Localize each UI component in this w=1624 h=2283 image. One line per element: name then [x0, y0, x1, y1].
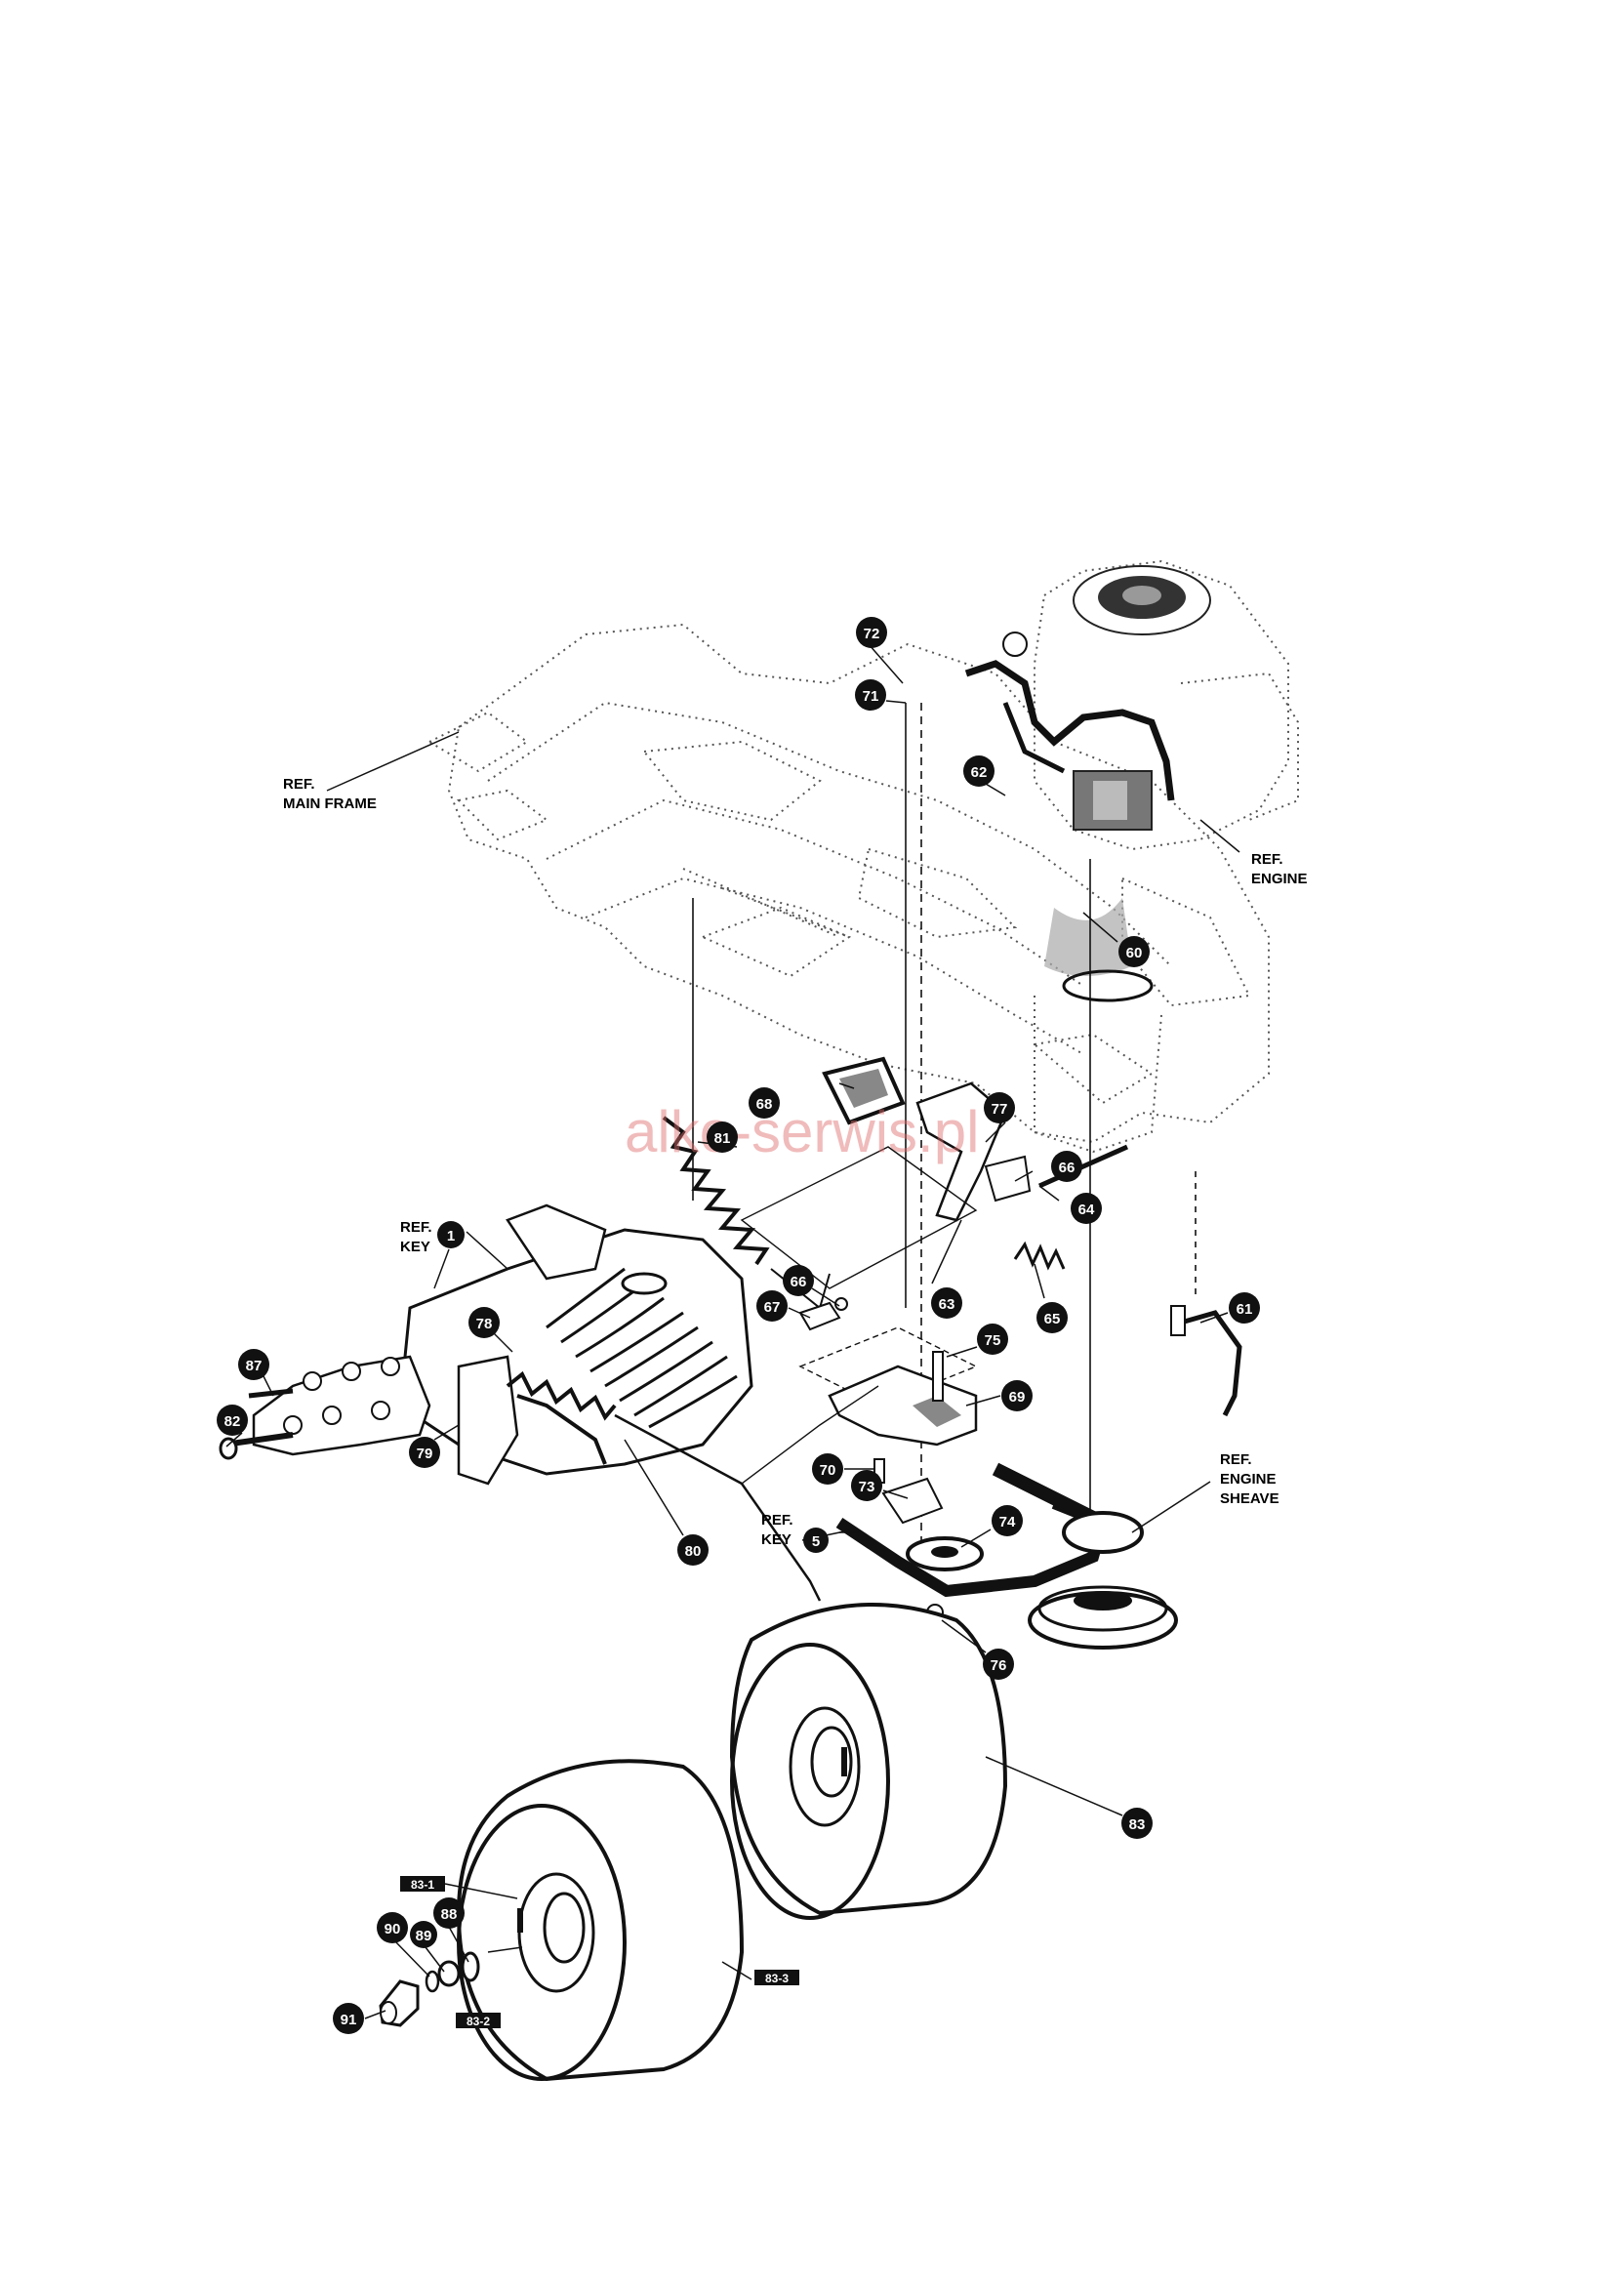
ref-engine-sheave-line1: REF. — [1220, 1451, 1252, 1468]
svg-text:88: 88 — [441, 1906, 458, 1923]
tag-83-2: 83-2 — [456, 2013, 501, 2028]
callout-63: 63 — [931, 1287, 962, 1319]
callout-65: 65 — [1036, 1302, 1068, 1333]
svg-text:72: 72 — [864, 626, 880, 642]
callout-76: 76 — [983, 1649, 1014, 1680]
ref-key-upper-line1: REF. — [400, 1219, 432, 1236]
callout-79: 79 — [409, 1437, 440, 1468]
svg-text:90: 90 — [385, 1921, 401, 1937]
engine-drawing — [964, 559, 1299, 1154]
svg-text:68: 68 — [756, 1096, 773, 1113]
callout-73: 73 — [851, 1470, 882, 1501]
ref-engine-sheave: REF. ENGINE SHEAVE — [1220, 1451, 1279, 1507]
svg-text:5: 5 — [812, 1533, 820, 1550]
svg-text:61: 61 — [1237, 1301, 1253, 1318]
callout-70: 70 — [812, 1453, 843, 1485]
ref-key-upper-line2: KEY — [400, 1239, 430, 1255]
callout-71: 71 — [855, 679, 886, 711]
svg-text:83-1: 83-1 — [411, 1878, 434, 1892]
callout-64: 64 — [1071, 1193, 1102, 1224]
callout-69: 69 — [1001, 1380, 1033, 1411]
callout-1: 1 — [437, 1221, 465, 1248]
callout-91: 91 — [333, 2003, 364, 2034]
svg-text:64: 64 — [1078, 1202, 1095, 1218]
svg-text:79: 79 — [417, 1446, 433, 1462]
ref-engine-sheave-line3: SHEAVE — [1220, 1490, 1279, 1507]
ref-engine: REF. ENGINE — [1251, 851, 1308, 887]
svg-text:83: 83 — [1129, 1816, 1146, 1833]
svg-text:71: 71 — [863, 688, 879, 705]
svg-text:76: 76 — [991, 1657, 1007, 1674]
callout-88: 88 — [433, 1897, 465, 1929]
svg-text:73: 73 — [859, 1479, 875, 1495]
callout-80: 80 — [677, 1534, 709, 1566]
linkage-parts — [662, 1056, 1242, 1525]
svg-text:70: 70 — [820, 1462, 836, 1479]
ref-engine-sheave-line2: ENGINE — [1220, 1471, 1277, 1488]
rear-wheel-right — [729, 1603, 1008, 1920]
ref-engine-line2: ENGINE — [1251, 871, 1308, 887]
ref-key-upper: REF. KEY — [400, 1219, 432, 1255]
callout-60: 60 — [1118, 936, 1150, 967]
leader-lines — [225, 643, 1240, 2019]
tag-83-1: 83-1 — [400, 1876, 445, 1892]
ref-key-lower-line2: KEY — [761, 1531, 792, 1548]
callout-77: 77 — [984, 1092, 1015, 1123]
callout-90: 90 — [377, 1912, 408, 1943]
tag-83-3: 83-3 — [754, 1970, 799, 1985]
svg-text:77: 77 — [992, 1101, 1008, 1118]
svg-text:82: 82 — [224, 1413, 241, 1430]
ref-main-frame-line2: MAIN FRAME — [283, 795, 377, 812]
svg-text:65: 65 — [1044, 1311, 1061, 1327]
callout-89: 89 — [410, 1921, 437, 1948]
axle-hardware — [379, 1951, 480, 2027]
svg-text:83-2: 83-2 — [467, 2015, 490, 2028]
svg-text:87: 87 — [246, 1358, 263, 1374]
svg-text:67: 67 — [764, 1299, 781, 1316]
callout-62: 62 — [963, 755, 995, 787]
svg-text:75: 75 — [985, 1332, 1001, 1349]
callout-66a: 66 — [1051, 1151, 1082, 1182]
callout-66b: 66 — [783, 1265, 814, 1296]
svg-text:66: 66 — [791, 1274, 807, 1290]
callout-75: 75 — [977, 1324, 1008, 1355]
svg-text:1: 1 — [447, 1228, 455, 1244]
ref-key-lower-line1: REF. — [761, 1512, 793, 1529]
svg-text:69: 69 — [1009, 1389, 1026, 1406]
main-frame-drawing — [426, 623, 1270, 1144]
svg-text:81: 81 — [714, 1130, 731, 1147]
svg-text:91: 91 — [341, 2012, 357, 2028]
svg-text:62: 62 — [971, 764, 988, 781]
ref-main-frame-line1: REF. — [283, 776, 315, 793]
ref-engine-line1: REF. — [1251, 851, 1283, 868]
callout-5: 5 — [803, 1528, 829, 1553]
callout-83: 83 — [1121, 1808, 1153, 1839]
rear-wheel-left — [456, 1759, 745, 2082]
svg-text:83-3: 83-3 — [765, 1972, 789, 1985]
callout-68: 68 — [749, 1087, 780, 1119]
svg-text:63: 63 — [939, 1296, 955, 1313]
ref-main-frame: REF. MAIN FRAME — [283, 776, 377, 812]
ref-key-lower: REF. KEY — [761, 1512, 793, 1548]
svg-text:80: 80 — [685, 1543, 702, 1560]
callout-87: 87 — [238, 1349, 269, 1380]
callout-81: 81 — [707, 1121, 738, 1153]
callout-72: 72 — [856, 617, 887, 648]
callout-74: 74 — [992, 1505, 1023, 1536]
svg-text:66: 66 — [1059, 1160, 1076, 1176]
callout-61: 61 — [1229, 1292, 1260, 1324]
callout-82: 82 — [217, 1405, 248, 1436]
transaxle-drawing — [219, 1203, 879, 1602]
svg-text:74: 74 — [999, 1514, 1016, 1530]
svg-text:78: 78 — [476, 1316, 493, 1332]
callout-67: 67 — [756, 1290, 788, 1322]
watermark: alko-serwis.pl — [625, 1099, 979, 1164]
svg-text:89: 89 — [416, 1928, 432, 1944]
svg-text:60: 60 — [1126, 945, 1143, 961]
callout-78: 78 — [468, 1307, 500, 1338]
